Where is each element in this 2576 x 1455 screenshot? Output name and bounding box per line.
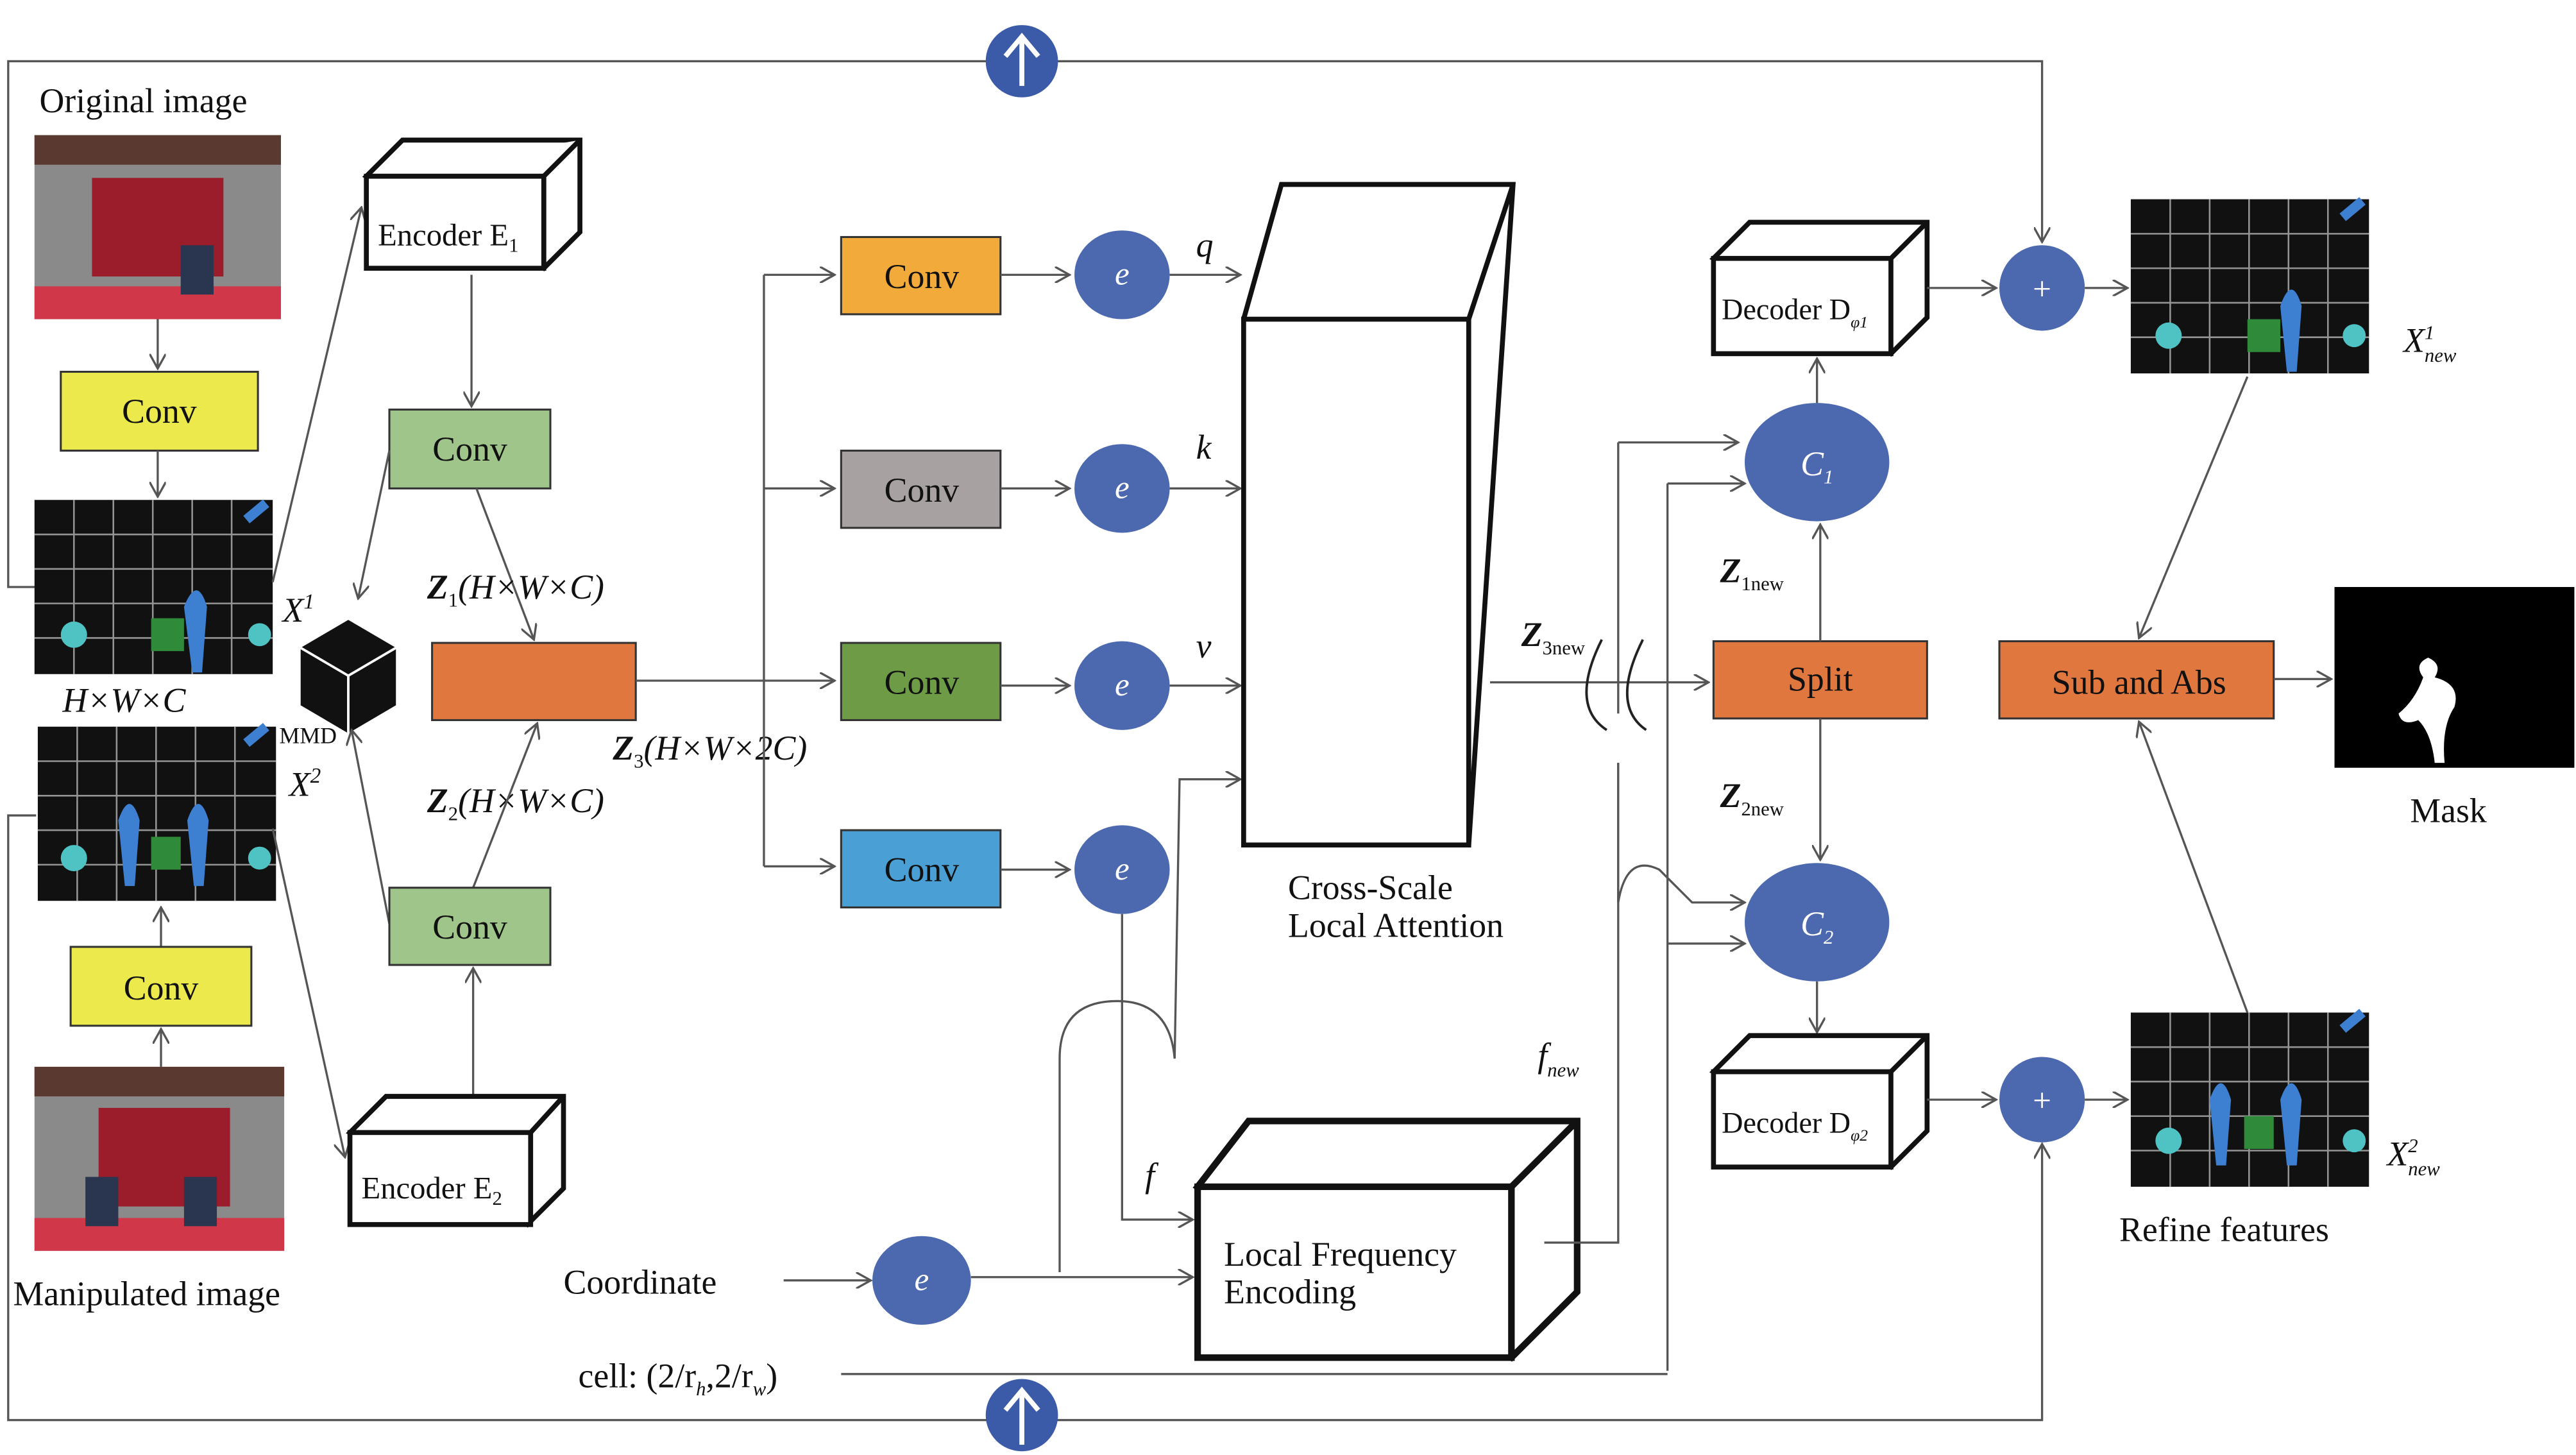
plus-circle-icon: + xyxy=(1999,1057,2085,1143)
e-node-q: e xyxy=(1074,230,1170,319)
z2-label: Z2(H×W×C) xyxy=(427,781,604,825)
decoder-d1-block xyxy=(1709,219,1930,357)
conv-block-e2 xyxy=(388,887,552,966)
coordinate-label: Coordinate xyxy=(564,1263,717,1301)
mmd-label: MMD xyxy=(279,722,337,748)
x2-label: X2 xyxy=(288,764,321,803)
z3new-label: Z3new xyxy=(1521,615,1586,659)
c2-node: C2 xyxy=(1745,863,1890,982)
q-label: q xyxy=(1196,226,1214,264)
svg-text:e: e xyxy=(1115,667,1130,703)
svg-text:C2: C2 xyxy=(1801,905,1833,948)
up-arrow-circle-icon xyxy=(985,25,1058,98)
local-frequency-encoding-block xyxy=(1192,1118,1580,1362)
svg-text:C1: C1 xyxy=(1801,445,1833,488)
decoder-d2-label: Decoder Dφ2 xyxy=(1722,1106,1868,1144)
svg-text:+: + xyxy=(2033,1082,2051,1119)
manipulated-image-photo xyxy=(34,1066,285,1251)
original-image-label: Original image xyxy=(39,81,247,120)
e-node-coordinate: e xyxy=(872,1236,971,1325)
refined-feature-map-x1 xyxy=(2130,197,2370,375)
cross-scale-label: Cross-Scale xyxy=(1288,869,1453,907)
original-image-photo xyxy=(34,135,281,319)
conv-label: Conv xyxy=(885,850,960,889)
conv-label: Conv xyxy=(885,471,960,509)
f-label: f xyxy=(1145,1156,1159,1195)
encoder-e1-block xyxy=(362,137,582,271)
mask-label: Mask xyxy=(2410,791,2487,830)
conv-label: Conv xyxy=(124,969,199,1007)
x1-label: X1 xyxy=(282,590,314,629)
conv-label: Conv xyxy=(885,663,960,701)
e-node-k: e xyxy=(1074,444,1170,533)
refined-feature-map-x2 xyxy=(2130,1008,2370,1188)
svg-text:e: e xyxy=(914,1261,929,1298)
lfe-label-2: Encoding xyxy=(1224,1273,1356,1311)
conv-block-q xyxy=(840,235,1002,316)
conv-label: Conv xyxy=(432,908,507,946)
manipulated-image-label: Manipulated image xyxy=(13,1274,280,1313)
c1-node: C1 xyxy=(1745,403,1890,522)
sub-and-abs-label: Sub and Abs xyxy=(2052,663,2226,701)
svg-text:+: + xyxy=(2033,271,2051,307)
svg-text:e: e xyxy=(1115,851,1130,887)
cell-label: cell: (2/rh,2/rw) xyxy=(579,1356,778,1400)
fusion-block xyxy=(431,642,637,722)
encoder-e2-block xyxy=(346,1094,566,1228)
split-block xyxy=(1712,640,1928,720)
hwc-label: H×W×C xyxy=(62,681,186,720)
svg-text:e: e xyxy=(1115,470,1130,506)
decoder-d2-block xyxy=(1709,1033,1930,1170)
encoder-e1-label: Encoder E1 xyxy=(378,217,518,256)
conv-label: Conv xyxy=(885,257,960,296)
split-label: Split xyxy=(1788,659,1853,698)
lfe-label-1: Local Frequency xyxy=(1224,1235,1457,1273)
feature-map-x1 xyxy=(33,498,274,676)
up-arrow-circle-icon xyxy=(985,1379,1058,1452)
conv-label: Conv xyxy=(432,430,507,468)
mask-output xyxy=(2334,587,2575,768)
cross-scale-attention-block xyxy=(1241,182,1516,847)
plus-circle-icon: + xyxy=(1999,245,2085,331)
conv-block-e1 xyxy=(388,408,552,489)
svg-text:e: e xyxy=(1115,256,1130,293)
v-label: v xyxy=(1196,627,1212,665)
bottom-loop-line xyxy=(7,814,2042,1422)
z1new-label: Z1new xyxy=(1720,551,1784,595)
top-loop-line xyxy=(7,60,2042,588)
sub-and-abs-block xyxy=(1998,640,2275,720)
z1-label: Z1(H×W×C) xyxy=(427,568,604,611)
conv-block-manipulated xyxy=(69,946,253,1027)
encoder-e2-label: Encoder E2 xyxy=(361,1171,502,1209)
z2new-label: Z2new xyxy=(1720,776,1784,820)
fnew-label: fnew xyxy=(1538,1036,1579,1081)
cube-icon xyxy=(300,620,397,733)
conv-label: Conv xyxy=(122,392,197,430)
local-attention-label: Local Attention xyxy=(1288,906,1504,945)
feature-map-x2 xyxy=(37,722,277,902)
k-label: k xyxy=(1196,428,1212,466)
e-node-v: e xyxy=(1074,641,1170,730)
conv-block-v xyxy=(840,642,1002,722)
conv-block-original xyxy=(60,370,259,452)
refine-features-label: Refine features xyxy=(2119,1210,2329,1248)
decoder-d1-label: Decoder Dφ1 xyxy=(1722,293,1868,332)
e-node-4: e xyxy=(1074,825,1170,914)
z3-label: Z3(H×W×2C) xyxy=(612,729,807,772)
